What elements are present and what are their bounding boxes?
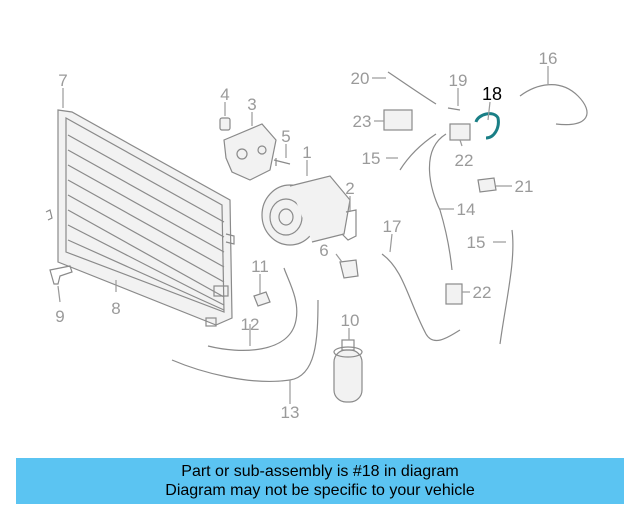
parts-diagram: 7 8 9 4 3 5 1 2 6 10 11 12 13 14 15 15 1…: [45, 49, 588, 422]
callout-15-lower: 15: [467, 233, 486, 252]
leader-lines: [57, 66, 549, 404]
hose-17: [381, 253, 461, 342]
callout-1: 1: [302, 143, 311, 162]
hose-18-highlight: [474, 112, 500, 140]
callout-22-lower: 22: [473, 283, 492, 302]
valve-19: [447, 107, 461, 111]
hose-16: [519, 84, 588, 126]
switch-11: [253, 291, 271, 307]
callout-7: 7: [58, 71, 67, 90]
bracket-9: [49, 265, 73, 285]
callout-16: 16: [539, 49, 558, 68]
callout-22-upper: 22: [455, 151, 474, 170]
callout-18: 18: [482, 84, 502, 104]
condenser: [45, 109, 235, 327]
callout-21: 21: [515, 177, 534, 196]
callout-3: 3: [247, 95, 256, 114]
receiver-drier-10: [333, 339, 363, 403]
callout-20: 20: [351, 69, 370, 88]
callout-14: 14: [457, 200, 476, 219]
switch-21: [477, 177, 497, 193]
callout-19: 19: [449, 71, 468, 90]
part-info-banner: Part or sub-assembly is #18 in diagram D…: [16, 458, 624, 504]
callout-15-upper: 15: [362, 149, 381, 168]
oring-kit-23: [383, 109, 413, 131]
bracket-6: [339, 259, 359, 279]
hose-12: [207, 267, 298, 351]
callout-9: 9: [55, 307, 64, 326]
oring-kit-22-upper: [449, 123, 471, 141]
bolt-5: [273, 158, 291, 166]
callout-17: 17: [383, 217, 402, 236]
oring-kit-22-lower: [445, 283, 463, 305]
callout-10: 10: [341, 311, 360, 330]
compressor-1: [261, 175, 351, 246]
callout-4: 4: [220, 85, 229, 104]
line-20: [387, 71, 437, 105]
banner-line-1: Part or sub-assembly is #18 in diagram: [181, 463, 459, 480]
bracket-2: [341, 209, 357, 241]
bolt-4: [219, 117, 231, 131]
callout-11: 11: [251, 257, 269, 276]
line-15-upper: [399, 133, 437, 171]
callout-12: 12: [241, 315, 260, 334]
callout-6: 6: [319, 241, 328, 260]
callout-13: 13: [281, 403, 300, 422]
line-15-lower: [499, 229, 514, 345]
callout-23: 23: [353, 112, 372, 131]
callout-8: 8: [111, 299, 120, 318]
line-14: [428, 133, 453, 271]
compressor-bracket-3: [223, 123, 277, 181]
banner-line-2: Diagram may not be specific to your vehi…: [165, 482, 475, 499]
callout-5: 5: [281, 127, 290, 146]
callout-2: 2: [345, 179, 354, 198]
